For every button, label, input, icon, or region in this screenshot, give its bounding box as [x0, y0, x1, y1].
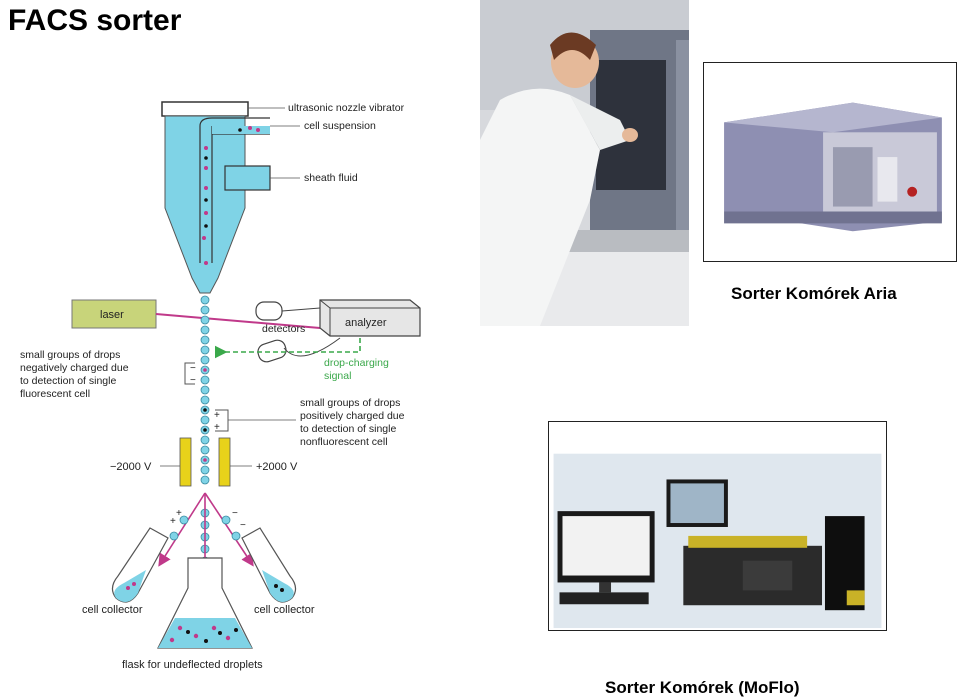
label-collector-left: cell collector	[82, 604, 143, 616]
plate-left	[179, 437, 192, 487]
stream-right	[204, 492, 254, 567]
label-volt-right: +2000 V	[256, 461, 298, 473]
label-neg-4: fluorescent cell	[20, 388, 90, 400]
drop-charging-signal	[214, 338, 361, 359]
label-analyzer: analyzer	[345, 317, 387, 329]
label-pos-2: positively charged due	[300, 410, 405, 422]
svg-text:+: +	[176, 508, 182, 519]
slide-title: FACS sorter	[8, 4, 182, 37]
label-neg-2: negatively charged due	[20, 362, 129, 374]
svg-text:−: −	[190, 363, 196, 374]
label-sheath: sheath fluid	[304, 172, 358, 184]
label-volt-left: −2000 V	[110, 461, 152, 473]
label-collector-right: cell collector	[254, 604, 315, 616]
nozzle-body	[164, 115, 246, 294]
label-signal-2: signal	[324, 370, 351, 382]
label-signal-1: drop-charging	[324, 357, 389, 369]
cells-in-nozzle	[202, 126, 260, 265]
label-pos-3: to detection of single	[300, 423, 396, 435]
detector-2	[257, 339, 287, 363]
detector-1	[255, 301, 283, 321]
label-nozzle: ultrasonic nozzle vibrator	[288, 102, 405, 114]
label-suspension: cell suspension	[304, 120, 376, 132]
nozzle-vibrator	[161, 101, 249, 117]
laser-beam	[155, 313, 321, 329]
photo-aria-operator	[480, 0, 689, 326]
svg-text:+: +	[214, 410, 220, 421]
svg-text:−: −	[190, 375, 196, 386]
stream-left	[158, 492, 206, 567]
label-neg-3: to detection of single	[20, 375, 116, 387]
label-neg-1: small groups of drops	[20, 349, 120, 361]
photo-moflo-sorter	[548, 421, 887, 631]
label-laser: laser	[100, 309, 124, 321]
label-detectors: detectors	[262, 323, 305, 335]
svg-text:+: +	[170, 516, 176, 527]
label-pos-4: nonfluorescent cell	[300, 436, 388, 448]
photo-aria-sorter	[703, 62, 957, 262]
caption-moflo: Sorter Komórek (MoFlo)	[605, 678, 800, 697]
svg-text:−: −	[232, 508, 238, 519]
plate-right	[218, 437, 231, 487]
analyzer-box	[319, 299, 421, 337]
sheath-inlet	[224, 165, 271, 191]
label-pos-1: small groups of drops	[300, 397, 400, 409]
suspension-tube	[199, 117, 270, 263]
svg-text:+: +	[214, 422, 220, 433]
facs-diagram: ultrasonic nozzle vibrator cell suspensi…	[20, 101, 421, 671]
label-flask: flask for undeflected droplets	[122, 659, 263, 671]
svg-text:−: −	[240, 520, 246, 531]
caption-aria: Sorter Komórek Aria	[731, 284, 897, 303]
